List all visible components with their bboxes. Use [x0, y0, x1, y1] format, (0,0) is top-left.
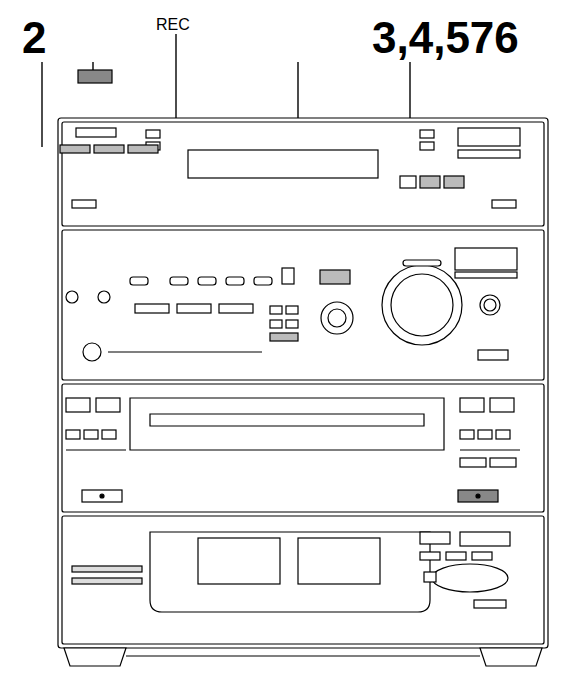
callout-number: 3,4,576: [372, 16, 519, 60]
button: [78, 70, 112, 83]
callout-number: 2: [22, 16, 46, 60]
cd-section: [62, 516, 544, 644]
housing: [58, 118, 548, 648]
callout-number: REC: [156, 17, 190, 33]
amplifier-section: [62, 230, 544, 380]
top-deck: [60, 122, 544, 226]
feet: [64, 648, 542, 666]
cassette-section: [62, 384, 544, 512]
